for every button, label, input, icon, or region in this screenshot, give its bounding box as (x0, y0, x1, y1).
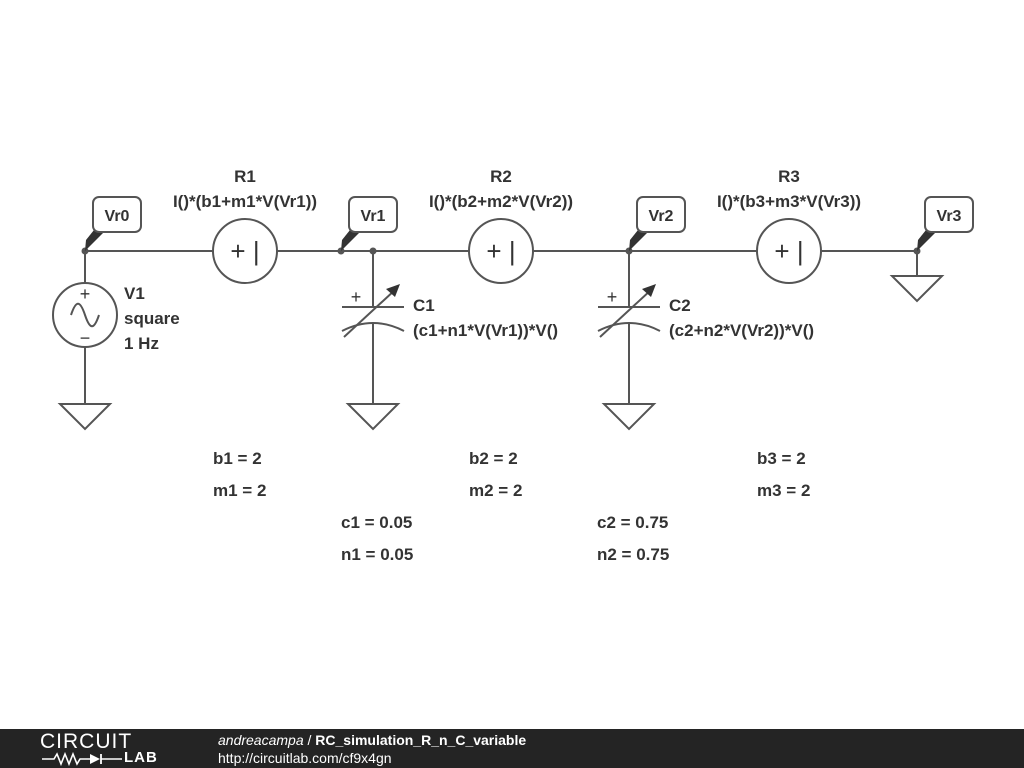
ground-c2 (601, 403, 657, 431)
param-b1: b1 = 2 (213, 449, 262, 468)
logo-circuit-text: CIRCUIT (40, 730, 133, 753)
footer-bar: CIRCUIT LAB andreacampa / RC_simulation_… (0, 729, 1024, 768)
ground-c1 (345, 403, 401, 431)
v1-source[interactable]: + − (52, 282, 118, 348)
probe-vr2-label: Vr2 (649, 208, 674, 225)
r2-source[interactable]: + | (468, 218, 534, 284)
probe-vr2[interactable]: Vr2 (629, 196, 686, 251)
c2-expression: (c2+n2*V(Vr2))*V() (669, 321, 814, 340)
r2-polarity: + | (486, 236, 515, 266)
probe-vr3-label: Vr3 (937, 208, 962, 225)
v1-name: V1 (124, 284, 145, 303)
param-n1: n1 = 0.05 (341, 545, 413, 564)
r2-name: R2 (490, 167, 512, 186)
probe-vr1[interactable]: Vr1 (341, 196, 398, 251)
c2-plus: + (607, 287, 618, 307)
param-n2: n2 = 0.75 (597, 545, 669, 564)
param-c2: c2 = 0.75 (597, 513, 668, 532)
logo-wave-icon (42, 751, 122, 767)
r1-name: R1 (234, 167, 256, 186)
circuit-schematic: Vr0 Vr1 Vr2 Vr3 + | R1 I()*(b1+m1*V(Vr1)… (52, 167, 974, 564)
probe-vr0[interactable]: Vr0 (85, 196, 142, 251)
r2-expression: I()*(b2+m2*V(Vr2)) (429, 192, 573, 211)
probe-vr0-label: Vr0 (105, 208, 130, 225)
c1-name: C1 (413, 296, 435, 315)
v1-minus: − (80, 328, 91, 348)
param-m3: m3 = 2 (757, 481, 810, 500)
c1-expression: (c1+n1*V(Vr1))*V() (413, 321, 558, 340)
param-c1: c1 = 0.05 (341, 513, 412, 532)
param-m1: m1 = 2 (213, 481, 266, 500)
circuit-title-line: andreacampa / RC_simulation_R_n_C_variab… (218, 731, 526, 749)
r1-source[interactable]: + | (212, 218, 278, 284)
circuitlab-logo[interactable]: CIRCUIT LAB (40, 731, 180, 767)
r1-polarity: + | (230, 236, 259, 266)
r3-name: R3 (778, 167, 800, 186)
c1-plus: + (351, 287, 362, 307)
probe-vr1-label: Vr1 (361, 208, 386, 225)
v1-plus: + (80, 284, 91, 304)
param-b2: b2 = 2 (469, 449, 518, 468)
r3-source[interactable]: + | (756, 218, 822, 284)
title-separator: / (303, 732, 316, 748)
r3-expression: I()*(b3+m3*V(Vr3)) (717, 192, 861, 211)
param-m2: m2 = 2 (469, 481, 522, 500)
probe-vr3[interactable]: Vr3 (917, 196, 974, 251)
v1-type: square (124, 309, 180, 328)
logo-lab-text: LAB (124, 749, 158, 766)
c2-name: C2 (669, 296, 691, 315)
ground-v1 (57, 403, 113, 431)
ground-node3 (889, 275, 945, 303)
r3-polarity: + | (774, 236, 803, 266)
v1-frequency: 1 Hz (124, 334, 159, 353)
circuit-url[interactable]: http://circuitlab.com/cf9x4gn (218, 750, 392, 766)
author-name[interactable]: andreacampa (218, 732, 304, 748)
r1-expression: I()*(b1+m1*V(Vr1)) (173, 192, 317, 211)
param-b3: b3 = 2 (757, 449, 806, 468)
circuit-title[interactable]: RC_simulation_R_n_C_variable (315, 732, 527, 748)
